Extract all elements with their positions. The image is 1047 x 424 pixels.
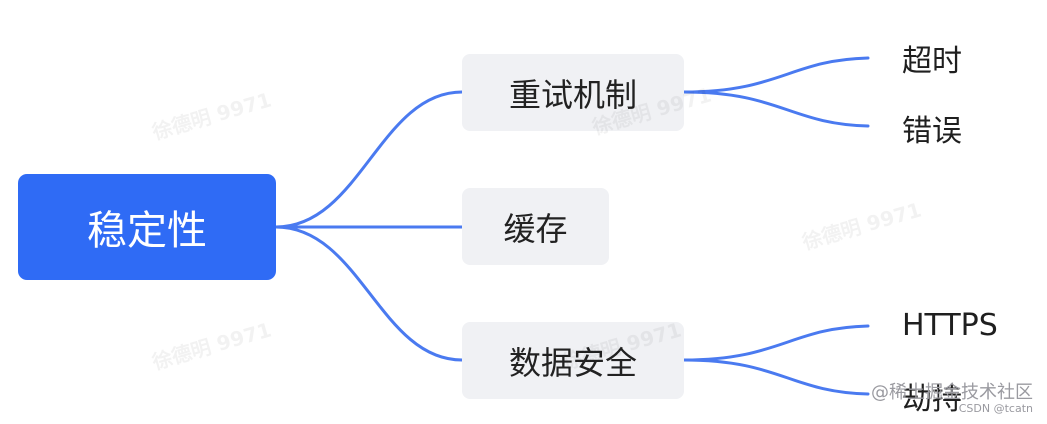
connector-root-to-retry [274,90,464,229]
branch-node-label: 缓存 [503,209,568,248]
connector-root-to-security [274,225,464,362]
root-node-label: 稳定性 [87,208,207,254]
connector-retry-to-timeout [682,56,870,94]
footer-watermark: @稀土掘金技术社区 CSDN @tcatn [871,381,1033,416]
leaf-node-timeout[interactable]: 超时 [902,44,962,79]
leaf-node-error[interactable]: 错误 [902,114,962,149]
footer-watermark-line1: @稀土掘金技术社区 [871,381,1033,403]
branch-node-security[interactable]: 数据安全 [462,322,684,399]
branch-node-label: 数据安全 [508,343,637,382]
branch-node-label: 重试机制 [508,75,637,114]
connector-security-to-hijack [682,358,870,396]
branch-node-cache[interactable]: 缓存 [462,188,609,265]
leaf-node-hijack[interactable]: 劫持 [902,382,962,417]
leaf-node-https[interactable]: HTTPS [902,308,998,343]
root-node[interactable]: 稳定性 [18,174,276,280]
footer-watermark-line2: CSDN @tcatn [958,402,1033,416]
connector-retry-to-error [682,90,870,128]
branch-node-retry[interactable]: 重试机制 [462,54,684,131]
connector-security-to-https [682,324,870,362]
